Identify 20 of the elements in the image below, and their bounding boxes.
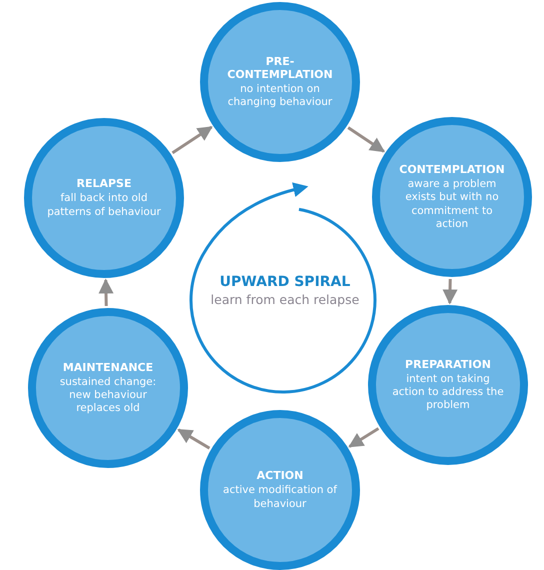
arrow bbox=[177, 428, 210, 450]
stage-description: active modification of behaviour bbox=[222, 484, 338, 511]
stage-title: CONTEMPLATION bbox=[399, 163, 505, 176]
stage-description: no intention on changing behaviour bbox=[226, 83, 334, 110]
arrow bbox=[98, 278, 114, 306]
arrow bbox=[442, 278, 458, 305]
stage-description: aware a problem exists but with no commitment to action bbox=[404, 178, 500, 231]
arrow bbox=[347, 126, 386, 153]
stage-description: sustained change: new behaviour replaces old bbox=[58, 376, 158, 416]
stage-description: intent on taking action to address the problem bbox=[391, 372, 505, 412]
stage-title: PREPARATION bbox=[405, 358, 491, 371]
stage-description: fall back into old patterns of behaviour bbox=[46, 192, 162, 219]
center-title: UPWARD SPIRAL bbox=[220, 274, 350, 290]
arrow bbox=[348, 427, 380, 448]
arrow bbox=[172, 126, 213, 154]
stage-title: MAINTENANCE bbox=[62, 360, 154, 374]
center-subtitle: learn from each relapse bbox=[210, 292, 360, 306]
stage-title: RELAPSE bbox=[76, 177, 132, 190]
stage-title: PRE-CONTEMPLATION bbox=[226, 54, 334, 82]
stage-title: ACTION bbox=[256, 469, 304, 482]
